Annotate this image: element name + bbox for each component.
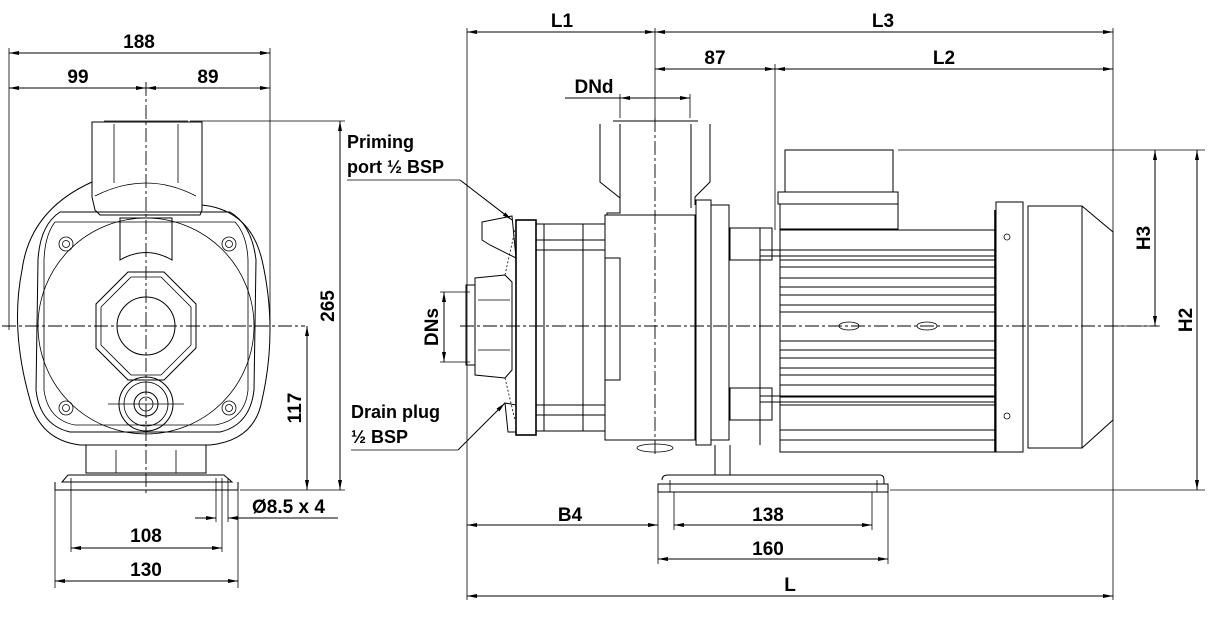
callout-drain-plug-line2: ½ BSP — [351, 427, 408, 447]
dim-foot-holes: Ø8.5 x 4 — [195, 497, 338, 520]
dim-shaft-height: 117 — [285, 326, 309, 490]
dim-l1-label: L1 — [551, 11, 574, 32]
dim-overall-length: L — [467, 575, 1113, 598]
dim-foot-width: 130 — [55, 560, 238, 583]
dim-overall-width-label: 188 — [123, 32, 155, 53]
callout-drain-plug-line1: Drain plug — [351, 402, 440, 422]
dim-l3-label: L3 — [872, 11, 894, 32]
dim-shaft-height-label: 117 — [285, 393, 306, 424]
callout-priming-port-line1: Priming — [347, 132, 414, 152]
dim-dns: DNs — [422, 291, 470, 363]
dim-dns-label: DNs — [422, 308, 443, 346]
front-view: 188 99 89 — [2, 32, 345, 588]
dim-side-foot-length: 160 — [658, 539, 888, 561]
dim-foot-hole-spacing-label: 108 — [130, 526, 162, 547]
dim-h3-label: H3 — [1134, 226, 1155, 250]
dim-right-width: 89 — [146, 67, 270, 90]
dim-87: 87 — [655, 48, 775, 71]
dim-side-foot-length-label: 160 — [752, 539, 784, 560]
dim-overall-width: 188 — [9, 32, 270, 55]
side-view: L1 L3 87 L2 DNd — [347, 11, 1205, 600]
dim-h3: H3 — [1134, 150, 1157, 326]
dim-l1: L1 — [467, 11, 655, 34]
dim-overall-height-label: 265 — [318, 290, 339, 322]
dim-l2: L2 — [775, 48, 1113, 71]
callout-priming-port: Priming port ½ BSP — [347, 132, 513, 221]
dim-foot-holes-label: Ø8.5 x 4 — [252, 497, 325, 518]
callout-priming-port-line2: port ½ BSP — [347, 157, 444, 177]
dim-foot-width-label: 130 — [130, 560, 162, 581]
dim-side-foot-hole-spacing: 138 — [674, 505, 872, 527]
dim-l2-label: L2 — [933, 48, 955, 69]
motor-fins — [780, 259, 995, 441]
priming-port — [481, 215, 517, 259]
dim-dnd: DNd — [565, 77, 691, 118]
dim-overall-height: 265 — [318, 121, 342, 490]
callout-drain-plug: Drain plug ½ BSP — [351, 402, 506, 451]
dim-right-width-label: 89 — [197, 67, 218, 88]
dim-h2: H2 — [1176, 150, 1199, 490]
dim-b4-label: B4 — [558, 505, 583, 526]
dim-side-foot-hole-spacing-label: 138 — [752, 505, 784, 526]
dim-left-width: 99 — [9, 67, 146, 90]
dim-left-width-label: 99 — [67, 67, 88, 88]
dim-b4: B4 — [467, 505, 658, 527]
dim-l3: L3 — [655, 11, 1113, 34]
drain-plug — [504, 402, 517, 433]
dim-foot-hole-spacing: 108 — [71, 526, 222, 550]
dim-87-label: 87 — [704, 48, 725, 69]
dim-overall-length-label: L — [784, 575, 796, 596]
dim-h2-label: H2 — [1176, 308, 1197, 332]
bolt-icons — [58, 236, 237, 416]
dim-dnd-label: DNd — [574, 77, 613, 98]
